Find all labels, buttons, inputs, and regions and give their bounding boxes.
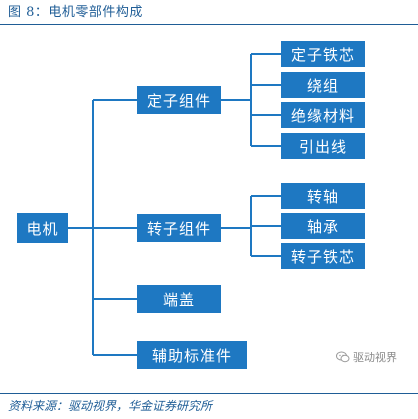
watermark-text: 驱动视界 [353,351,397,364]
node-winding: 绕组 [281,72,365,98]
node-rotor-core: 转子铁芯 [281,243,365,269]
watermark: 驱动视界 [336,349,397,365]
wechat-icon [336,351,350,363]
figure-title: 图 8：电机零部件构成 [8,5,143,20]
node-root-motor: 电机 [17,213,68,243]
node-bearing: 轴承 [281,213,365,239]
top-divider [0,24,418,25]
node-stator-assembly: 定子组件 [137,86,221,114]
source-note: 资料来源：驱动视界，华金证券研究所 [8,399,213,413]
bottom-divider [0,393,418,394]
node-stator-core: 定子铁芯 [281,41,365,67]
node-end-cap: 端盖 [137,285,221,313]
node-lead-wire: 引出线 [281,133,365,159]
node-insulation-material: 绝缘材料 [281,102,365,128]
node-rotor-assembly: 转子组件 [137,214,221,242]
node-shaft: 转轴 [281,183,365,209]
node-auxiliary-standard-parts: 辅助标准件 [137,341,247,369]
